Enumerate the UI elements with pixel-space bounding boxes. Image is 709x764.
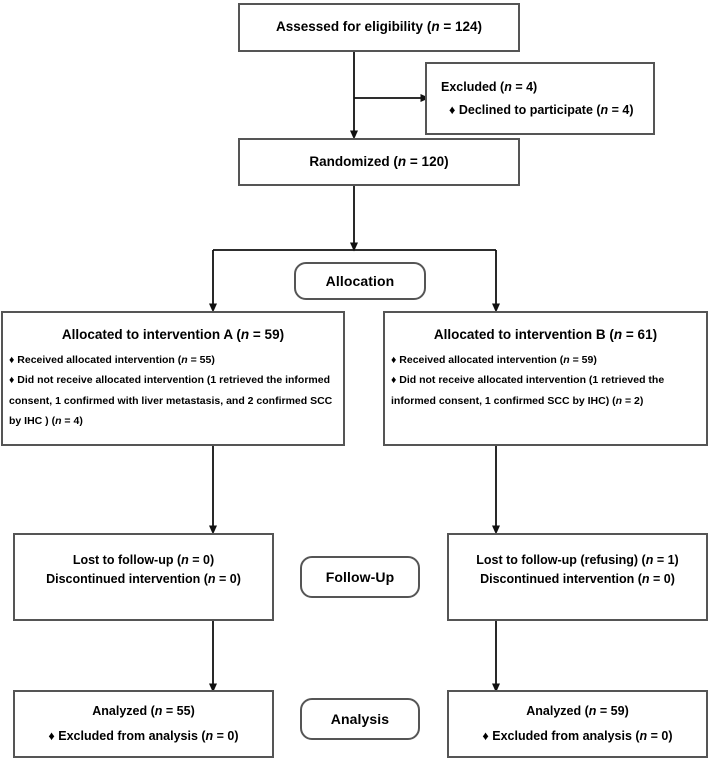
follow-up-a-line1: Lost to follow-up (n = 0)	[72, 553, 215, 567]
follow-up-b-line1: Lost to follow-up (refusing) (n = 1)	[476, 553, 679, 567]
stage-analysis-text: Analysis	[330, 711, 390, 727]
allocated-a-item-not-received: ♦ Did not receive allocated intervention…	[9, 374, 333, 428]
stage-follow-up-text: Follow-Up	[325, 569, 395, 585]
analyzed-a-line1: Analyzed (n = 55)	[92, 704, 195, 719]
node-analyzed-a: Analyzed (n = 55) ♦ Excluded from analys…	[13, 690, 274, 758]
follow-up-b-line2: Discontinued intervention (n = 0)	[480, 571, 675, 586]
excluded-item-declined: ♦ Declined to participate (n = 4)	[449, 103, 634, 117]
stage-label-analysis: Analysis	[300, 698, 420, 740]
node-analyzed-b: Analyzed (n = 59) ♦ Excluded from analys…	[447, 690, 708, 758]
allocated-a-item-received: ♦ Received allocated intervention (n = 5…	[9, 354, 215, 366]
node-allocated-intervention-a: Allocated to intervention A (n = 59) ♦ R…	[1, 311, 345, 446]
excluded-title: Excluded (n = 4)	[441, 80, 538, 94]
allocated-b-item-not-received: ♦ Did not receive allocated intervention…	[391, 374, 665, 407]
analyzed-b-line1: Analyzed (n = 59)	[526, 704, 629, 719]
analyzed-b-line2: ♦ Excluded from analysis (n = 0)	[482, 729, 673, 743]
allocated-b-header: Allocated to intervention B (n = 61)	[433, 327, 658, 342]
randomized-text: Randomized (n = 120)	[309, 153, 449, 169]
follow-up-a-line2: Discontinued intervention (n = 0)	[46, 571, 241, 586]
allocated-a-header: Allocated to intervention A (n = 59)	[61, 327, 285, 342]
node-assessed-for-eligibility: Assessed for eligibility (n = 124)	[238, 3, 520, 52]
node-randomized: Randomized (n = 120)	[238, 138, 520, 186]
stage-label-allocation: Allocation	[294, 262, 426, 300]
analyzed-a-line2: ♦ Excluded from analysis (n = 0)	[48, 729, 239, 743]
node-excluded: Excluded (n = 4) ♦ Declined to participa…	[425, 62, 655, 135]
assessed-text: Assessed for eligibility (n = 124)	[276, 19, 482, 35]
allocated-b-item-received: ♦ Received allocated intervention (n = 5…	[391, 354, 597, 366]
stage-label-follow-up: Follow-Up	[300, 556, 420, 598]
node-follow-up-a: Lost to follow-up (n = 0) Discontinued i…	[13, 533, 274, 621]
node-follow-up-b: Lost to follow-up (refusing) (n = 1) Dis…	[447, 533, 708, 621]
node-allocated-intervention-b: Allocated to intervention B (n = 61) ♦ R…	[383, 311, 708, 446]
stage-allocation-text: Allocation	[325, 273, 395, 289]
